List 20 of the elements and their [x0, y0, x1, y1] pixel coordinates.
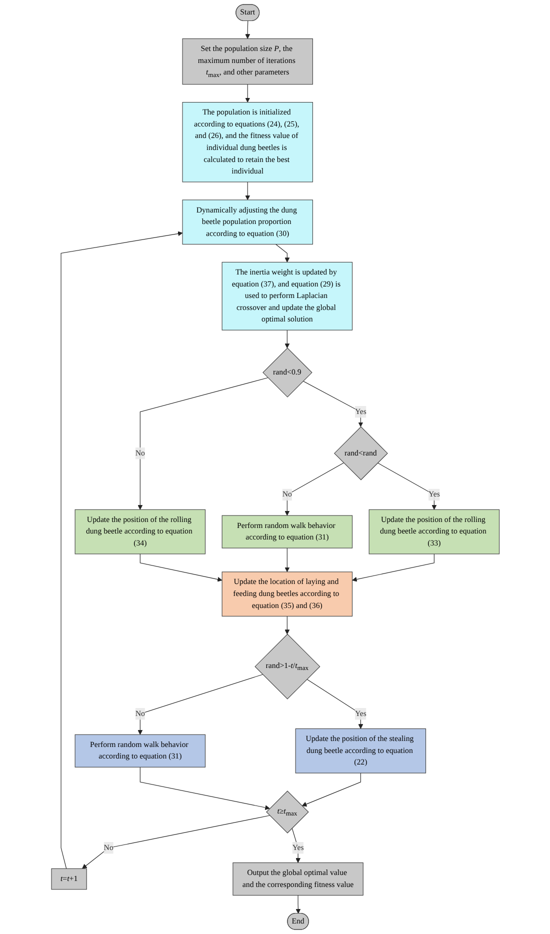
arrow — [140, 554, 222, 582]
arrow — [284, 548, 290, 572]
arrow — [275, 244, 290, 262]
arrow — [244, 182, 250, 200]
arrow — [140, 766, 270, 810]
arrow — [137, 674, 263, 735]
arrow — [306, 678, 363, 729]
arrow — [284, 462, 344, 516]
arrow — [244, 20, 250, 39]
arrow — [295, 895, 300, 914]
arrow — [352, 554, 434, 582]
arrow — [301, 772, 361, 807]
arrow — [284, 616, 290, 634]
arrow — [244, 84, 250, 103]
arrow — [302, 380, 363, 427]
arrow — [284, 330, 290, 348]
arrow — [137, 377, 268, 510]
arrow — [60, 231, 182, 869]
arrow — [82, 815, 270, 869]
arrow — [377, 462, 436, 510]
